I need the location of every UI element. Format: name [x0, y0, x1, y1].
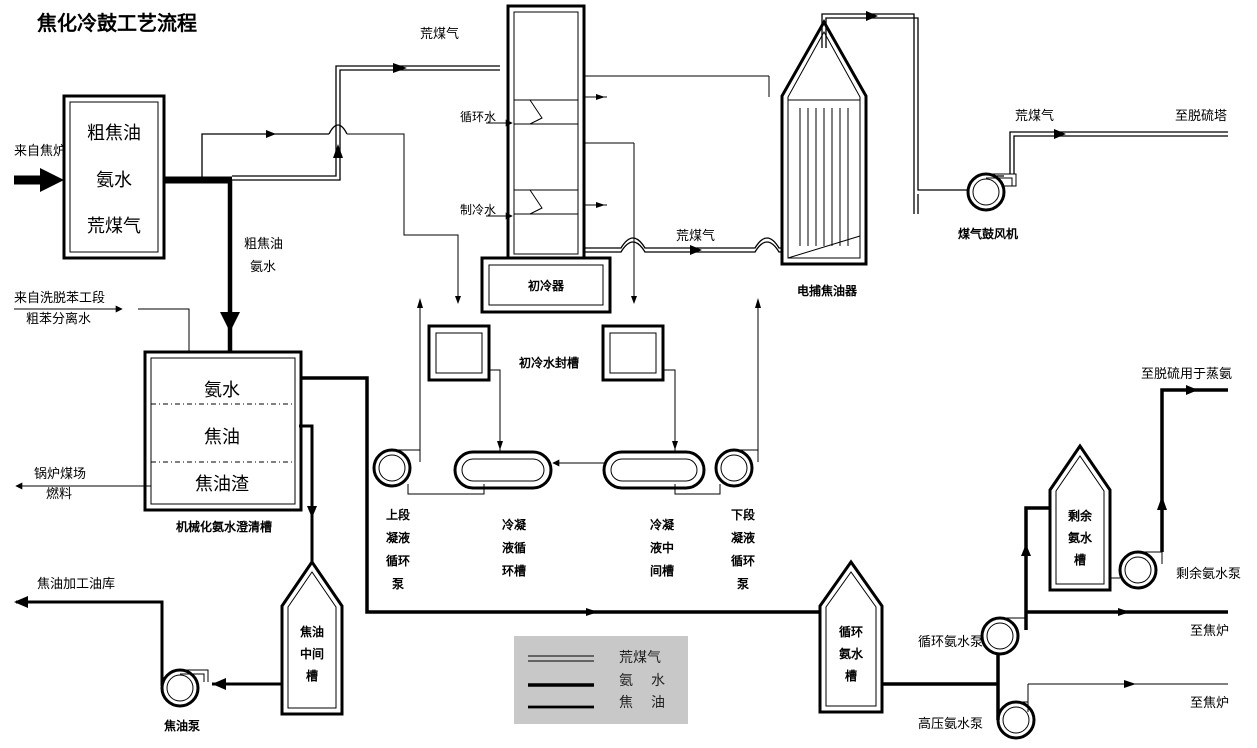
svg-text:泵: 泵 [392, 577, 404, 591]
tar-pipe-to-intermediate-tank [299, 424, 317, 580]
lower-condensate-pump [714, 448, 759, 488]
raw-gas-label-mid: 荒煤气 [676, 228, 715, 244]
clarifier-label: 机械化氨水澄清槽 [176, 519, 272, 534]
ammonia-water-label: 氨水 [250, 260, 276, 275]
svg-text:剩余: 剩余 [1068, 508, 1093, 523]
svg-text:焦: 焦 [619, 695, 633, 711]
residual-ammonia-pump [1118, 550, 1163, 590]
tar-ammonia-main-pipe [164, 176, 240, 354]
svg-text:氨: 氨 [619, 673, 633, 689]
tar-pump-label: 焦油泵 [163, 718, 200, 733]
from-debenzol-label: 来自洗脱苯工段 [14, 291, 105, 306]
svg-text:循环: 循环 [839, 624, 863, 639]
svg-text:间槽: 间槽 [650, 563, 674, 578]
circ-pump-label: 循环氨水泵 [918, 635, 983, 650]
raw-gas-label-top: 荒煤气 [420, 26, 459, 42]
raw-gas-label-right: 荒煤气 [1015, 108, 1054, 124]
electrostatic-precipitator [780, 18, 868, 266]
inlet-box-tar: 粗焦油 [87, 123, 141, 144]
diagram-title: 焦化冷鼓工艺流程 [37, 11, 197, 35]
svg-text:凝液: 凝液 [731, 530, 755, 545]
raw-gas-pipe-to-precipitator [584, 237, 786, 255]
seal-tank-label: 初冷水封槽 [519, 355, 579, 370]
coke-oven-inlet-arrow [14, 168, 64, 192]
chilled-water-label: 制冷水 [460, 203, 496, 217]
tar-tank-line3: 槽 [306, 668, 318, 683]
condensate-mid-tank [602, 450, 706, 490]
svg-text:荒煤气: 荒煤气 [619, 650, 661, 666]
svg-text:槽: 槽 [845, 668, 857, 683]
to-coke-oven-label-2: 至焦炉 [1190, 696, 1229, 711]
hp-pump-label: 高压氨水泵 [918, 716, 983, 732]
condensate-circ-tank-label: 冷凝 液循 环槽 [502, 517, 527, 578]
inlet-box-ammonia: 氨水 [96, 170, 132, 191]
svg-text:氨水: 氨水 [839, 646, 864, 661]
condensate-mid-tank-label: 冷凝 液中 间槽 [650, 517, 675, 578]
tar-tank-line2: 中间 [300, 646, 324, 661]
svg-text:下段: 下段 [731, 507, 756, 522]
tar-pipe-to-depot [14, 596, 164, 686]
svg-text:液循: 液循 [502, 540, 526, 555]
benzene-separation-water-label: 粗苯分离水 [26, 311, 91, 327]
svg-text:冷凝: 冷凝 [650, 517, 675, 532]
ammonia-to-oven-pipes [1021, 506, 1228, 702]
raw-gas-to-desulfurization-pipe [1009, 129, 1228, 174]
upper-pump-label: 上段 凝液 循环 泵 [386, 507, 411, 591]
from-coke-oven-label: 来自焦炉 [14, 144, 66, 159]
svg-text:水: 水 [651, 673, 665, 689]
boiler-coal-yard-label: 锅炉煤场 [34, 466, 86, 482]
precipitator-label: 电捕焦油器 [797, 283, 858, 298]
tar-tank-line1: 焦油 [299, 624, 324, 639]
legend: 荒煤气 氨 水 焦 油 [514, 636, 688, 724]
primary-cooler: 初冷器 [480, 4, 770, 314]
condensate-circ-tank [453, 450, 553, 490]
svg-text:上段: 上段 [386, 507, 411, 522]
seal-tank-right [601, 324, 665, 382]
circulating-water-label: 循环水 [460, 110, 496, 124]
tar-intermediate-tank: 焦油 中间 槽 [280, 559, 344, 716]
tar-pipe-to-pump [212, 678, 282, 690]
svg-text:泵: 泵 [737, 577, 749, 591]
residual-ammonia-tank: 剩余 氨水 槽 [1048, 443, 1112, 592]
circ-ammonia-tank: 循环 氨水 槽 [818, 559, 884, 714]
boiler-fuel-label: 燃料 [46, 486, 72, 502]
lower-pump-label: 下段 凝液 循环 泵 [731, 507, 756, 591]
seal-tank-left [427, 324, 491, 382]
circ-ammonia-pump [980, 616, 1027, 656]
tar-pump [160, 668, 209, 708]
ammonia-to-desulfurization-pipe [1157, 385, 1228, 552]
svg-text:槽: 槽 [1074, 552, 1086, 567]
svg-text:环槽: 环槽 [502, 563, 526, 578]
to-desulfurization-tower-label: 至脱硫塔 [1175, 109, 1227, 124]
crude-tar-label: 粗焦油 [244, 237, 283, 252]
inlet-box-gas: 荒煤气 [87, 216, 141, 237]
upper-condensate-pump [372, 448, 421, 488]
clarifier-tar-layer: 焦油 [204, 427, 240, 448]
tar-depot-label: 焦油加工油库 [37, 576, 115, 592]
gas-blower [966, 172, 1017, 212]
legend-item-ammonia: 氨 水 [528, 673, 665, 689]
to-desulf-ammonia-label: 至脱硫用于蒸氨 [1141, 367, 1232, 382]
svg-text:液中: 液中 [650, 540, 674, 555]
raw-gas-pipe-to-cooler [201, 63, 500, 300]
svg-text:冷凝: 冷凝 [502, 517, 527, 532]
inlet-collector-box: 粗焦油 氨水 荒煤气 [62, 94, 166, 260]
svg-text:油: 油 [651, 695, 665, 711]
ammonia-clarifier: 氨水 焦油 焦油渣 [143, 350, 303, 512]
svg-text:氨水: 氨水 [1068, 530, 1093, 545]
clarifier-sludge-layer: 焦油渣 [195, 474, 249, 495]
clarifier-ammonia-layer: 氨水 [204, 380, 240, 401]
svg-text:循环: 循环 [731, 553, 755, 568]
residual-pump-label: 剩余氨水泵 [1176, 566, 1241, 582]
ammonia-pipe-to-circ-tank [301, 376, 820, 616]
primary-cooler-label: 初冷器 [528, 278, 565, 293]
hp-ammonia-pump [996, 700, 1036, 740]
svg-text:循环: 循环 [386, 553, 410, 568]
legend-item-gas: 荒煤气 [528, 650, 661, 666]
svg-text:凝液: 凝液 [386, 530, 410, 545]
blower-label: 煤气鼓风机 [958, 226, 1018, 241]
to-coke-oven-label-1: 至焦炉 [1190, 624, 1229, 639]
legend-item-tar: 焦 油 [528, 695, 665, 711]
